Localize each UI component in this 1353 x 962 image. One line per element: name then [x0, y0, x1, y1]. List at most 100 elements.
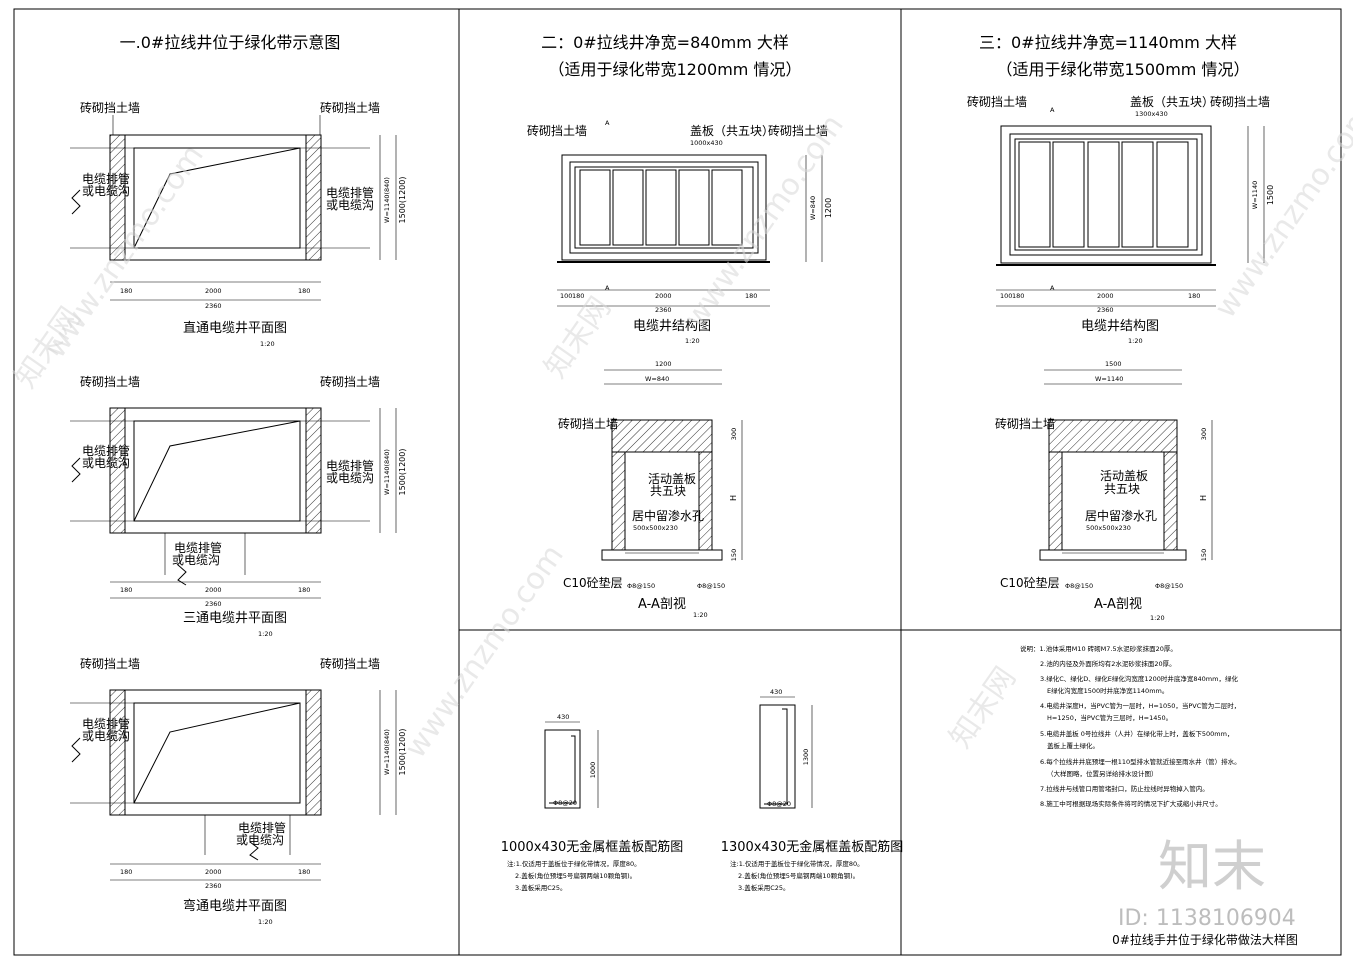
- struct-plan-840: 砖砌挡土墙 盖板（共五块） 砖砌挡土墙 1000x430 A A W=840 1…: [527, 119, 833, 345]
- svg-text:1000x430: 1000x430: [690, 139, 723, 147]
- svg-text:430: 430: [770, 688, 782, 696]
- svg-text:2000: 2000: [205, 287, 222, 295]
- svg-text:1000: 1000: [589, 762, 597, 779]
- svg-text:知末网: 知末网: [943, 661, 1023, 755]
- cable-trench-label: 电缆排管: [82, 171, 130, 186]
- svg-text:居中留渗水孔: 居中留渗水孔: [1085, 508, 1157, 523]
- svg-text:2360: 2360: [205, 302, 222, 310]
- svg-text:www.znzmo.com: www.znzmo.com: [1208, 98, 1353, 324]
- svg-text:电缆井结构图: 电缆井结构图: [1081, 318, 1159, 334]
- svg-text:2360: 2360: [205, 882, 222, 890]
- svg-text:2000: 2000: [205, 586, 222, 594]
- note-line: 5.电缆井盖板 0号拉线井（人井）在绿化带上时，盖板下500mm，: [1040, 729, 1233, 738]
- svg-text:电缆排管: 电缆排管: [326, 458, 374, 473]
- svg-text:活动盖板: 活动盖板: [1100, 469, 1148, 483]
- svg-text:A: A: [605, 119, 610, 127]
- svg-text:150: 150: [1200, 549, 1208, 561]
- svg-text:1:20: 1:20: [1128, 337, 1143, 345]
- svg-text:电缆排管: 电缆排管: [174, 540, 222, 555]
- svg-text:1:20: 1:20: [260, 340, 275, 348]
- note-line: H=1250，当PVC管为三层时，H=1450。: [1047, 713, 1172, 722]
- svg-text:500x500x230: 500x500x230: [633, 524, 678, 532]
- svg-text:盖板（共五块）: 盖板（共五块）: [690, 124, 774, 138]
- wall-label: 砖砌挡土墙: [320, 374, 380, 389]
- svg-text:430: 430: [557, 713, 569, 721]
- section3-subtitle: （适用于绿化带宽1500mm 情况）: [997, 60, 1250, 79]
- svg-text:180: 180: [120, 287, 132, 295]
- svg-text:W=840: W=840: [809, 196, 817, 220]
- note-line: 2.池的内径及外面所均有2水泥砂浆抹面20厚。: [1040, 659, 1176, 668]
- svg-text:1500(1200): 1500(1200): [398, 729, 407, 776]
- svg-text:1300: 1300: [802, 749, 810, 766]
- svg-text:H: H: [1199, 495, 1208, 501]
- section-aa-840: 1200 W=840 砖砌挡土墙 活动盖板 共五块 居中留渗水孔 500x500…: [558, 360, 743, 619]
- svg-text:3.盖板采用C25。: 3.盖板采用C25。: [738, 883, 790, 892]
- svg-text:或电缆沟: 或电缆沟: [326, 471, 374, 485]
- svg-text:W=1140: W=1140: [1095, 375, 1123, 383]
- svg-text:Φ8@150: Φ8@150: [1065, 582, 1093, 590]
- svg-text:砖砌挡土墙: 砖砌挡土墙: [1210, 94, 1270, 109]
- note-line: （大样图略，位置另详给排水设计图）: [1047, 769, 1158, 778]
- svg-text:电缆排管: 电缆排管: [82, 716, 130, 731]
- svg-text:居中留渗水孔: 居中留渗水孔: [632, 508, 704, 523]
- svg-text:100: 100: [1000, 292, 1012, 300]
- svg-text:1500(1200): 1500(1200): [398, 449, 407, 496]
- wall-label: 砖砌挡土墙: [80, 374, 140, 389]
- svg-text:2.盖板(角位预埋5号扁钢两端10颗角钢)。: 2.盖板(角位预埋5号扁钢两端10颗角钢)。: [738, 871, 859, 880]
- svg-text:砖砌挡土墙: 砖砌挡土墙: [527, 123, 587, 138]
- svg-text:180: 180: [298, 868, 310, 876]
- wall-label: 砖砌挡土墙: [320, 100, 380, 115]
- svg-text:砖砌挡土墙: 砖砌挡土墙: [995, 416, 1055, 431]
- plan-caption: 弯通电缆井平面图: [183, 898, 287, 914]
- svg-text:1:20: 1:20: [1150, 614, 1165, 622]
- svg-text:1:20: 1:20: [685, 337, 700, 345]
- svg-text:180: 180: [1012, 292, 1024, 300]
- cable-trench-label: 电缆排管: [326, 185, 374, 200]
- svg-text:500x500x230: 500x500x230: [1086, 524, 1131, 532]
- svg-text:1500: 1500: [1105, 360, 1122, 368]
- note-line: 7.拉线井与线管口用管堵封口，防止拉线时异物掉入管内。: [1040, 784, 1209, 793]
- svg-text:或电缆沟: 或电缆沟: [236, 833, 284, 847]
- svg-text:3.盖板采用C25。: 3.盖板采用C25。: [515, 883, 567, 892]
- svg-text:C10砼垫层: C10砼垫层: [1000, 575, 1060, 590]
- svg-text:注:1.仅适用于盖板位于绿化带情况，厚度80。: 注:1.仅适用于盖板位于绿化带情况，厚度80。: [507, 859, 641, 868]
- svg-text:1300x430: 1300x430: [1135, 110, 1168, 118]
- svg-text:注:1.仅适用于盖板位于绿化带情况，厚度80。: 注:1.仅适用于盖板位于绿化带情况，厚度80。: [730, 859, 864, 868]
- note-line: 8.施工中可根据现场实际条件将可的情况下扩大或缩小井尺寸。: [1040, 799, 1222, 808]
- panel-caption: 1300x430无金属框盖板配筋图: [721, 839, 904, 855]
- svg-text:300: 300: [730, 428, 738, 440]
- svg-text:1:20: 1:20: [693, 611, 708, 619]
- svg-text:180: 180: [120, 868, 132, 876]
- svg-text:2360: 2360: [205, 600, 222, 608]
- rebar-panel-1000: 430 Φ8@20 1000 1000x430无金属框盖板配筋图 注:1.仅适用…: [501, 713, 684, 892]
- svg-text:2.盖板(角位预埋5号扁钢两端10颗角钢)。: 2.盖板(角位预埋5号扁钢两端10颗角钢)。: [515, 871, 636, 880]
- svg-text:或电缆沟: 或电缆沟: [82, 456, 130, 470]
- wall-label: 砖砌挡土墙: [320, 656, 380, 671]
- svg-text:C10砼垫层: C10砼垫层: [563, 575, 623, 590]
- svg-text:A: A: [1050, 284, 1055, 292]
- svg-text:砖砌挡土墙: 砖砌挡土墙: [967, 94, 1027, 109]
- svg-text:或电缆沟: 或电缆沟: [82, 729, 130, 743]
- panel-caption: 1000x430无金属框盖板配筋图: [501, 839, 684, 855]
- svg-text:W=840: W=840: [645, 375, 669, 383]
- note-line: 4.电缆井深度H，当PVC管为一层时，H=1050，当PVC管为二层时，: [1040, 701, 1240, 710]
- or-trench-label: 或电缆沟: [82, 184, 130, 198]
- svg-text:1200: 1200: [655, 360, 672, 368]
- plan-bend: 砖砌挡土墙 砖砌挡土墙 电缆排管 或电缆沟 电缆排管 或电缆沟 W=1140(8…: [70, 656, 407, 926]
- svg-text:1:20: 1:20: [258, 630, 273, 638]
- svg-text:H: H: [729, 495, 738, 501]
- note-line: 说明：1.池体采用M10 砖砌M7.5水泥砂浆抹面20厚。: [1020, 644, 1177, 653]
- wall-label: 砖砌挡土墙: [80, 656, 140, 671]
- svg-text:1:20: 1:20: [258, 918, 273, 926]
- svg-text:180: 180: [298, 287, 310, 295]
- svg-text:150: 150: [730, 549, 738, 561]
- image-id: ID: 1138106904: [1118, 906, 1296, 931]
- rebar-panel-1300: 430 Φ8@20 1300 1300x430无金属框盖板配筋图 注:1.仅适用…: [721, 688, 904, 892]
- svg-text:2000: 2000: [205, 868, 222, 876]
- svg-text:100: 100: [560, 292, 572, 300]
- svg-text:A: A: [1050, 106, 1055, 114]
- svg-text:2360: 2360: [655, 306, 672, 314]
- sheet-title: 0#拉线手井位于绿化带做法大样图: [1112, 932, 1298, 947]
- svg-text:电缆井结构图: 电缆井结构图: [633, 318, 711, 334]
- section2-subtitle: （适用于绿化带宽1200mm 情况）: [549, 60, 802, 79]
